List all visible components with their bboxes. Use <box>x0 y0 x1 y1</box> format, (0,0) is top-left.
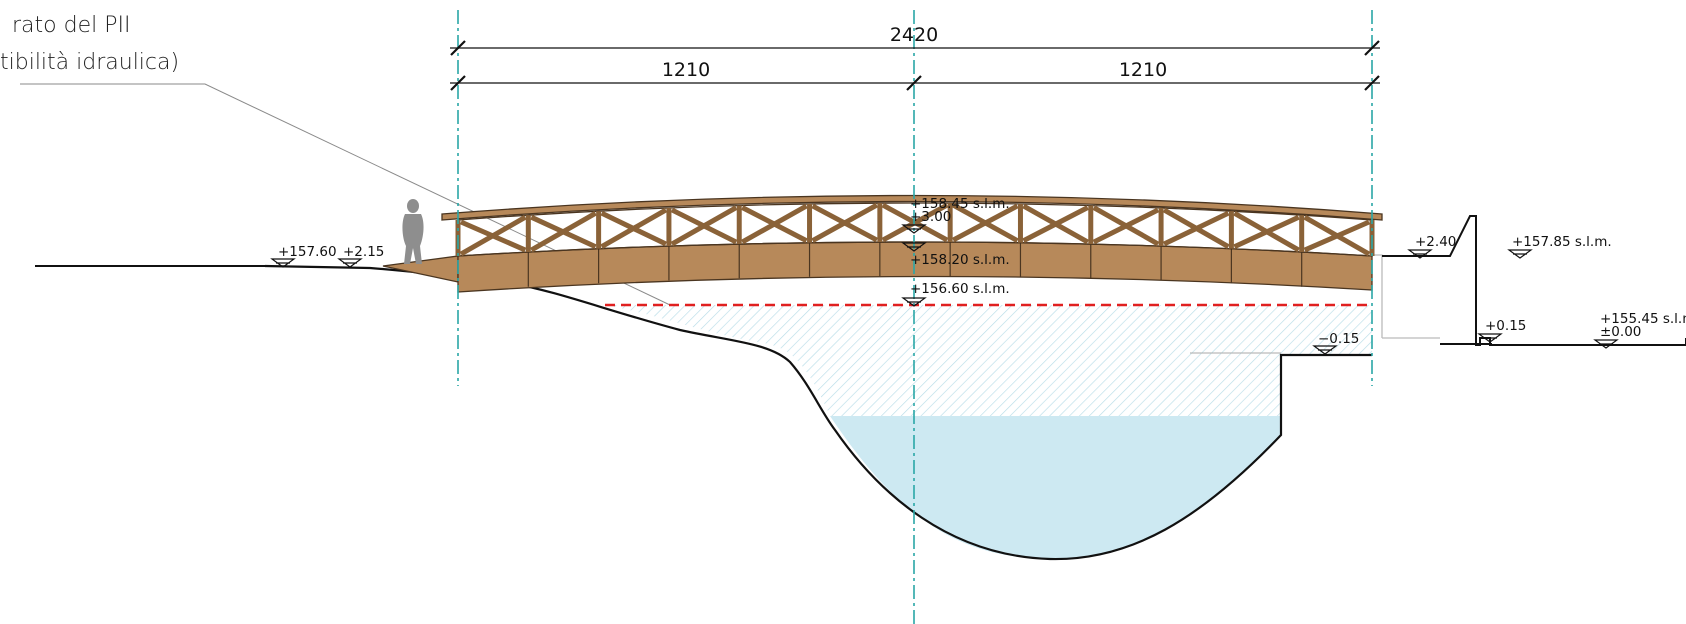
level-right-ground-rel: ±0.00 <box>1600 324 1641 340</box>
bridge-handrail <box>441 194 1383 221</box>
level-left-bank-rel: +2.15 <box>343 244 384 260</box>
level-markers <box>270 224 1619 355</box>
truss-brace <box>600 207 668 249</box>
level-channel-step: −0.15 <box>1318 331 1359 347</box>
person-silhouette <box>402 199 424 264</box>
truss-brace <box>530 210 597 253</box>
truss-elements <box>455 202 1375 257</box>
timber-bridge <box>382 194 1383 293</box>
level-marker <box>1407 249 1433 259</box>
level-marker <box>1312 345 1338 355</box>
note-line-2: tibilità idraulica) <box>0 50 179 75</box>
level-marker <box>901 297 927 307</box>
truss-brace <box>1022 205 1089 243</box>
dimension-lines <box>450 40 1380 91</box>
dim-left-label: 1210 <box>662 59 710 81</box>
truss-brace <box>1092 207 1160 245</box>
truss-brace <box>741 203 808 245</box>
level-marker <box>270 258 296 268</box>
level-deck-bottom: +158.20 s.l.m. <box>910 252 1010 268</box>
dim-right-label: 1210 <box>1119 59 1167 81</box>
truss-brace <box>811 202 879 243</box>
level-water: +156.60 s.l.m. <box>910 281 1010 297</box>
truss-brace <box>1303 219 1370 253</box>
level-marker <box>1507 249 1533 259</box>
truss-brace <box>1162 210 1230 247</box>
level-right-low-rel: +0.15 <box>1485 318 1526 334</box>
level-right-ground-slm: +155.45 s.l.m. <box>1600 311 1686 327</box>
right-abutment-line <box>1372 254 1383 338</box>
level-right-wall-rel: +2.40 <box>1415 234 1456 250</box>
level-marker <box>901 224 927 234</box>
level-marker <box>1477 333 1503 343</box>
level-deck-top: +158.45 s.l.m. <box>910 196 1010 212</box>
dim-total-label: 2420 <box>890 24 938 46</box>
note-line-1: rato del PII <box>12 13 130 38</box>
axis-lines <box>457 10 1373 624</box>
level-marker <box>901 242 927 252</box>
hatched-flow-area <box>605 305 1372 416</box>
deck-joints <box>527 242 1303 287</box>
level-deck-top-rel: +3.00 <box>910 209 951 225</box>
truss-brace <box>459 215 527 257</box>
truss-brace <box>951 203 1019 243</box>
note-leader-line <box>20 83 671 306</box>
level-marker <box>337 258 363 268</box>
level-marker <box>1593 339 1619 349</box>
water-body <box>830 416 1281 560</box>
level-right-top-slm: +157.85 s.l.m. <box>1512 234 1612 250</box>
truss-brace <box>670 205 738 247</box>
truss-brace <box>881 202 949 243</box>
level-left-bank-slm: +157.60 <box>278 244 337 260</box>
truss-brace <box>1233 214 1300 249</box>
